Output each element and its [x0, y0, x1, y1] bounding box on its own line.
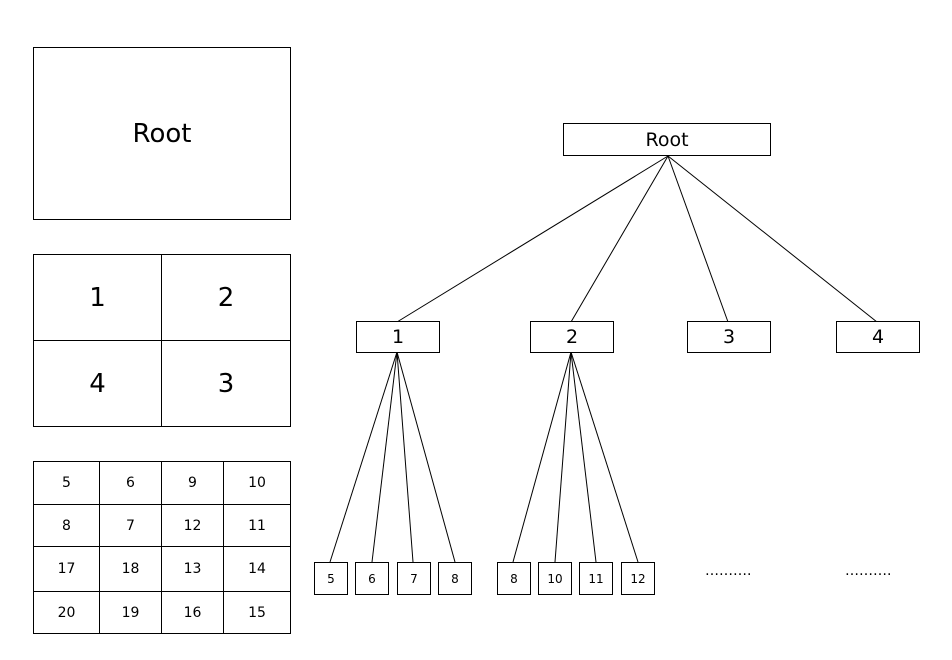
quadrant-cell: 2: [162, 255, 290, 341]
fine-grid-cell: 7: [100, 505, 162, 547]
fine-grid-label: 8: [62, 517, 71, 534]
root-region-box: Root: [33, 47, 291, 220]
quadrant-label: 3: [217, 368, 235, 399]
fine-grid: 5 6 9 10 8 7 12 11 17 18 13 14 20 19 16 15: [33, 461, 291, 634]
fine-grid-cell: 19: [100, 592, 162, 633]
fine-grid-label: 15: [248, 604, 266, 621]
node-label: 3: [722, 326, 736, 348]
ellipsis-4: ……….: [845, 563, 892, 579]
ellipsis-3: ……….: [705, 563, 752, 579]
edge-line: [570, 155, 669, 323]
quadrant-label: 1: [89, 282, 106, 313]
quadrant-label: 2: [217, 282, 235, 313]
quadrant-grid: 1 2 4 3: [33, 254, 291, 427]
fine-grid-cell: 17: [34, 547, 100, 592]
node-label: 2: [565, 326, 579, 348]
tree-node-1: 1: [356, 321, 440, 353]
fine-grid-label: 18: [121, 561, 140, 577]
edge-line: [667, 155, 878, 323]
edge-line: [570, 351, 639, 563]
leaf-label: 5: [327, 571, 335, 586]
edge-line: [667, 155, 729, 323]
fine-grid-label: 12: [183, 517, 202, 534]
tree-leaf-node: 10: [538, 562, 572, 595]
leaf-label: 6: [368, 571, 376, 586]
node-label: 1: [391, 326, 405, 348]
leaf-label: 12: [630, 571, 646, 586]
tree-root-label: Root: [645, 128, 689, 151]
fine-grid-label: 6: [126, 475, 135, 491]
edge-line: [371, 351, 398, 563]
fine-grid-label: 17: [57, 561, 76, 577]
fine-grid-cell: 14: [224, 547, 290, 592]
fine-grid-label: 7: [126, 517, 135, 534]
fine-grid-label: 11: [248, 517, 266, 534]
fine-grid-label: 13: [183, 561, 202, 577]
fine-grid-label: 16: [183, 604, 202, 621]
fine-grid-label: 10: [248, 475, 266, 491]
fine-grid-cell: 6: [100, 462, 162, 505]
quadrant-cell: 4: [34, 341, 162, 426]
leaf-label: 8: [451, 571, 459, 586]
tree-leaf-node: 6: [355, 562, 389, 595]
fine-grid-cell: 12: [162, 505, 224, 547]
tree-leaf-node: 8: [497, 562, 531, 595]
fine-grid-cell: 5: [34, 462, 100, 505]
fine-grid-cell: 8: [34, 505, 100, 547]
edge-line: [396, 351, 414, 563]
quadrant-label: 4: [89, 368, 106, 399]
fine-grid-label: 5: [62, 475, 71, 491]
node-label: 4: [871, 326, 885, 348]
edge-line: [570, 351, 597, 563]
tree-leaf-node: 5: [314, 562, 348, 595]
quadrant-cell: 1: [34, 255, 162, 341]
fine-grid-label: 19: [121, 604, 140, 621]
edge-line: [396, 155, 669, 323]
edge-line: [512, 351, 572, 563]
fine-grid-label: 20: [57, 604, 76, 621]
fine-grid-cell: 11: [224, 505, 290, 547]
edge-line: [554, 351, 572, 563]
tree-leaf-node: 11: [579, 562, 613, 595]
edge-line: [396, 351, 456, 563]
tree-leaf-node: 12: [621, 562, 655, 595]
quadrant-cell: 3: [162, 341, 290, 426]
fine-grid-label: 9: [188, 475, 197, 491]
tree-root-node: Root: [563, 123, 771, 156]
leaf-label: 11: [588, 571, 604, 586]
fine-grid-cell: 9: [162, 462, 224, 505]
tree-leaf-node: 8: [438, 562, 472, 595]
tree-leaf-node: 7: [397, 562, 431, 595]
fine-grid-cell: 10: [224, 462, 290, 505]
leaf-label: 7: [410, 571, 418, 586]
root-region-label: Root: [132, 118, 192, 149]
edge-line: [329, 351, 398, 563]
tree-node-4: 4: [836, 321, 920, 353]
fine-grid-cell: 18: [100, 547, 162, 592]
fine-grid-label: 14: [248, 561, 266, 577]
fine-grid-cell: 15: [224, 592, 290, 633]
tree-node-3: 3: [687, 321, 771, 353]
fine-grid-cell: 20: [34, 592, 100, 633]
fine-grid-cell: 16: [162, 592, 224, 633]
leaf-label: 8: [510, 571, 518, 586]
tree-node-2: 2: [530, 321, 614, 353]
fine-grid-cell: 13: [162, 547, 224, 592]
leaf-label: 10: [547, 571, 563, 586]
